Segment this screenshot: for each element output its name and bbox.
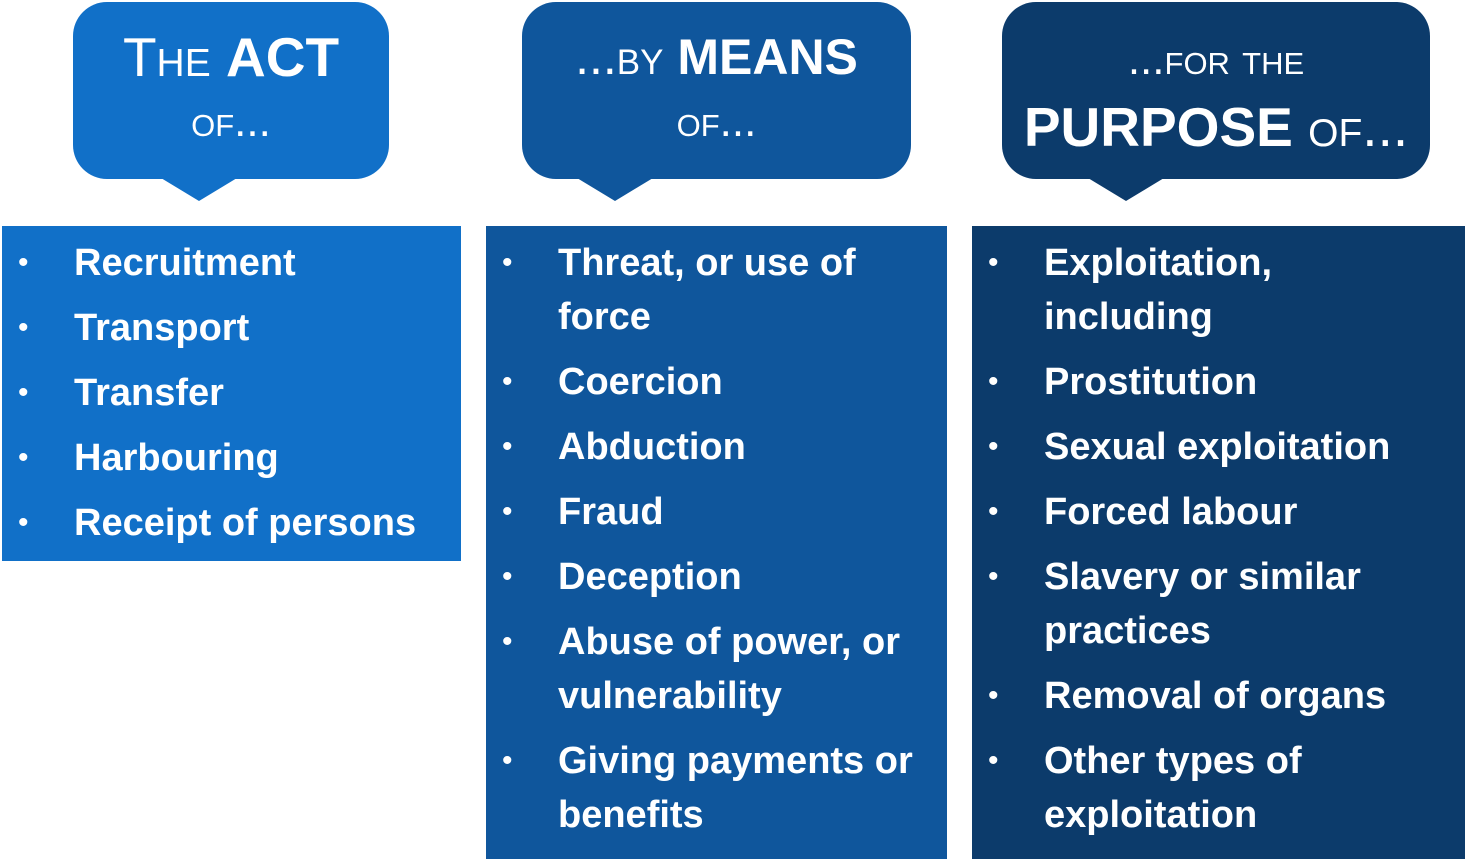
bullet-icon: •: [18, 506, 29, 539]
act-header-pre: The: [122, 26, 226, 88]
list-item: • Abduction: [486, 420, 947, 474]
means-header-line2: of...: [676, 97, 757, 146]
bullet-icon: •: [988, 430, 999, 463]
list-item: • Fraud: [486, 485, 947, 539]
list-item-text: Removal of organs: [1044, 675, 1387, 717]
list-item-text: Coercion: [558, 361, 723, 403]
bullet-icon: •: [988, 560, 999, 593]
bullet-icon: •: [18, 311, 29, 344]
list-item: • Giving payments or benefits: [486, 734, 947, 842]
bullet-icon: •: [988, 495, 999, 528]
list-item: • Coercion: [486, 355, 947, 409]
list-item: • Abuse of power, or vulnerability: [486, 615, 947, 723]
bullet-icon: •: [18, 376, 29, 409]
purpose-header-line1: ...for the: [1127, 35, 1305, 84]
bullet-icon: •: [502, 430, 513, 463]
bullet-icon: •: [988, 744, 999, 777]
act-header-line2: of...: [191, 97, 271, 146]
list-item-text: exploitation: [1044, 794, 1258, 836]
bullet-icon: •: [502, 625, 513, 658]
act-header-keyword: ACT: [226, 26, 340, 88]
means-list: • Threat, or use of force • Coercion • Abducti…: [486, 236, 947, 842]
purpose-header-bubble: ...for the PURPOSE of...: [1002, 2, 1430, 201]
purpose-header-keyword: PURPOSE: [1023, 96, 1293, 158]
bullet-icon: •: [988, 679, 999, 712]
purpose-list-panel: • Exploitation, including • Prostitution • Sex…: [972, 226, 1465, 859]
list-item-text: Abuse of power, or: [558, 621, 901, 663]
list-item-text: Abduction: [558, 426, 746, 468]
bullet-icon: •: [988, 365, 999, 398]
list-item: • Threat, or use of force: [486, 236, 947, 344]
list-item: • Forced labour: [972, 485, 1465, 539]
list-item: • Removal of organs: [972, 669, 1465, 723]
means-header-pre: ...by: [575, 29, 678, 85]
bullet-icon: •: [988, 246, 999, 279]
list-item: • Transfer: [2, 366, 461, 420]
bullet-icon: •: [502, 246, 513, 279]
act-list-panel: • Recruitment • Transport • Transfer • Harbouri…: [2, 226, 461, 561]
list-item-text: Threat, or use of: [558, 242, 856, 284]
means-header-keyword: MEANS: [677, 29, 858, 85]
act-header-line1: The ACT: [73, 24, 389, 90]
bullet-icon: •: [502, 365, 513, 398]
list-item: • Receipt of persons: [2, 496, 461, 550]
list-item-text: force: [558, 296, 651, 338]
list-item: • Transport: [2, 301, 461, 355]
list-item-text: including: [1044, 296, 1213, 338]
bullet-icon: •: [502, 495, 513, 528]
means-header-line1: ...by MEANS: [522, 24, 911, 90]
list-item-text: Giving payments or: [558, 740, 913, 782]
bullet-icon: •: [502, 744, 513, 777]
list-item-text: Recruitment: [74, 242, 296, 284]
list-item: • Recruitment: [2, 236, 461, 290]
list-item: • Prostitution: [972, 355, 1465, 409]
list-item-text: Receipt of persons: [74, 502, 417, 544]
list-item-text: Harbouring: [74, 437, 279, 479]
purpose-header-line2: PURPOSE of...: [1002, 94, 1430, 160]
bullet-icon: •: [502, 560, 513, 593]
list-item-text: benefits: [558, 794, 704, 836]
bullet-icon: •: [18, 246, 29, 279]
list-item-text: Transfer: [74, 372, 224, 414]
means-list-panel: • Threat, or use of force • Coercion • Abducti…: [486, 226, 947, 859]
list-item-text: Transport: [74, 307, 250, 349]
act-header-bubble: The ACT of...: [73, 2, 389, 201]
list-item-text: Deception: [558, 556, 742, 598]
bullet-icon: •: [18, 441, 29, 474]
list-item-text: Sexual exploitation: [1044, 426, 1391, 468]
list-item-text: Fraud: [558, 491, 664, 533]
list-item: • Harbouring: [2, 431, 461, 485]
list-item-text: Slavery or similar: [1044, 556, 1361, 598]
list-item: • Slavery or similar practices: [972, 550, 1465, 658]
list-item-text: Other types of: [1044, 740, 1302, 782]
list-item-text: Exploitation,: [1044, 242, 1272, 284]
purpose-list: • Exploitation, including • Prostitution • Sex…: [972, 236, 1465, 842]
list-item: • Deception: [486, 550, 947, 604]
act-list: • Recruitment • Transport • Transfer • Harbouri…: [2, 236, 461, 550]
list-item-text: Prostitution: [1044, 361, 1258, 403]
purpose-header-post: of...: [1292, 96, 1409, 158]
list-item-text: vulnerability: [558, 675, 782, 717]
means-header-bubble: ...by MEANS of...: [522, 2, 911, 201]
list-item: • Other types of exploitation: [972, 734, 1465, 842]
list-item-text: Forced labour: [1044, 491, 1298, 533]
list-item: • Exploitation, including: [972, 236, 1465, 344]
list-item: • Sexual exploitation: [972, 420, 1465, 474]
list-item-text: practices: [1044, 610, 1211, 652]
